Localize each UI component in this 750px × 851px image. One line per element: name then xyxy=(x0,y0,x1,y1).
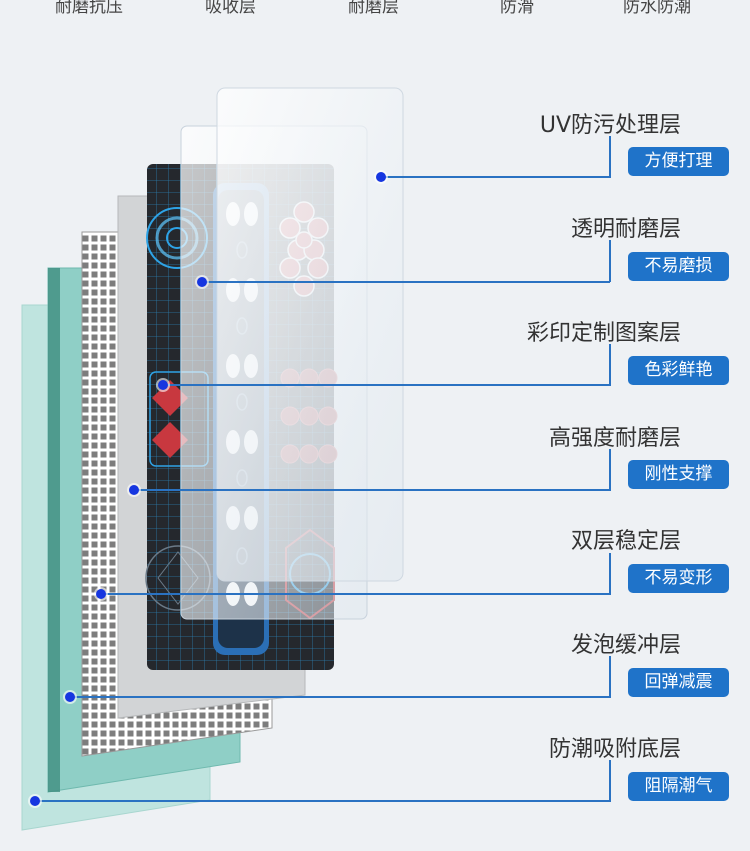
layer-title-foam: 发泡缓冲层 xyxy=(570,633,681,658)
tick-rigid xyxy=(609,449,611,491)
connector-line-uv xyxy=(381,176,610,178)
marker-dot-stable xyxy=(96,589,106,599)
tick-bottom xyxy=(609,760,611,802)
layer-title-transparent: 透明耐磨层 xyxy=(570,217,681,242)
layer-badge-printed: 色彩鲜艳 xyxy=(628,356,729,385)
connector-line-foam xyxy=(70,696,610,698)
layer-title-stable: 双层稳定层 xyxy=(570,529,681,554)
marker-dot-bottom xyxy=(30,796,40,806)
layer-badge-rigid: 刚性支撑 xyxy=(628,460,729,489)
top-label-absorb: 吸收层 xyxy=(205,0,256,17)
marker-dot-rigid xyxy=(129,485,139,495)
connector-line-stable xyxy=(101,593,610,595)
tick-uv xyxy=(609,136,611,178)
layer-badge-foam: 回弹减震 xyxy=(628,668,729,697)
layer-badge-bottom: 阻隔潮气 xyxy=(628,772,729,801)
layer-badge-transparent: 不易磨损 xyxy=(628,252,729,281)
top-label-antislip: 防滑 xyxy=(500,0,534,17)
tick-printed xyxy=(609,344,611,386)
connector-line-rigid xyxy=(134,489,610,491)
connector-line-bottom xyxy=(35,800,610,802)
top-label-waterproof: 防水防潮 xyxy=(623,0,691,17)
connector-line-transparent xyxy=(202,281,610,283)
marker-dot-printed xyxy=(158,380,168,390)
top-label-wear: 耐磨层 xyxy=(348,0,399,17)
tick-foam xyxy=(609,656,611,698)
uv-coating-layer xyxy=(216,87,404,582)
tick-stable xyxy=(609,553,611,595)
layer-title-printed: 彩印定制图案层 xyxy=(526,321,681,346)
marker-dot-transparent xyxy=(197,277,207,287)
layer-title-bottom: 防潮吸附底层 xyxy=(548,737,681,762)
layer-badge-stable: 不易变形 xyxy=(628,564,729,593)
marker-dot-uv xyxy=(376,172,386,182)
layer-badge-uv: 方便打理 xyxy=(628,147,729,176)
tick-transparent xyxy=(609,240,611,282)
layer-title-uv: UV防污处理层 xyxy=(539,113,681,138)
marker-dot-foam xyxy=(65,692,75,702)
connector-line-printed xyxy=(163,384,610,386)
layer-title-rigid: 高强度耐磨层 xyxy=(548,426,681,451)
top-label-wear-pressure: 耐磨抗压 xyxy=(55,0,123,17)
